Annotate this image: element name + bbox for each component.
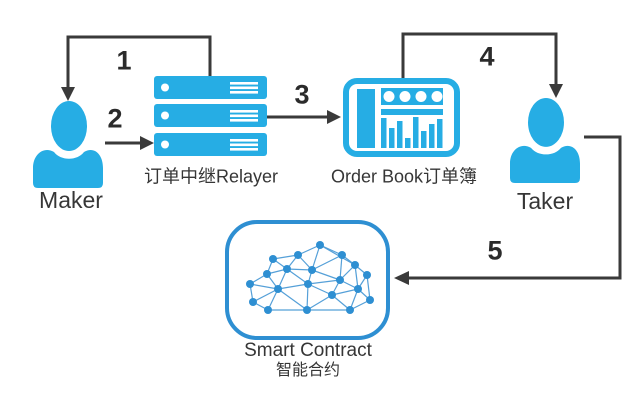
- order-book-label: Order Book订单簿: [330, 166, 478, 187]
- taker-person-icon: [510, 97, 580, 183]
- step-3-label: 3: [294, 79, 310, 110]
- relayer-label: 订单中继Relayer: [143, 166, 279, 187]
- relayer-server-icon: [154, 76, 267, 156]
- step-1-label: 1: [116, 45, 132, 76]
- step-2-label: 2: [107, 103, 123, 134]
- maker-node: [32, 100, 104, 188]
- smart-contract-node: [225, 220, 390, 340]
- arrow-step-5: [394, 135, 622, 285]
- arrow-step-2: [105, 136, 154, 150]
- smart-contract-label-en: Smart Contract: [244, 340, 372, 362]
- step-4-label: 4: [479, 41, 495, 72]
- relayer-node: [154, 76, 267, 157]
- taker-node: [509, 97, 581, 183]
- taker-label: Taker: [516, 187, 574, 214]
- smart-contract-label-zh: 智能合约: [275, 361, 341, 379]
- network-mesh-icon: [246, 241, 374, 314]
- maker-person-icon: [33, 101, 103, 188]
- order-book-icon: [343, 78, 460, 157]
- arrow-step-1: [61, 35, 212, 101]
- maker-label: Maker: [39, 186, 103, 213]
- step-5-label: 5: [487, 235, 503, 266]
- order-book-node: [343, 78, 460, 157]
- arrow-step-3: [267, 110, 341, 124]
- arrow-step-4: [401, 32, 563, 98]
